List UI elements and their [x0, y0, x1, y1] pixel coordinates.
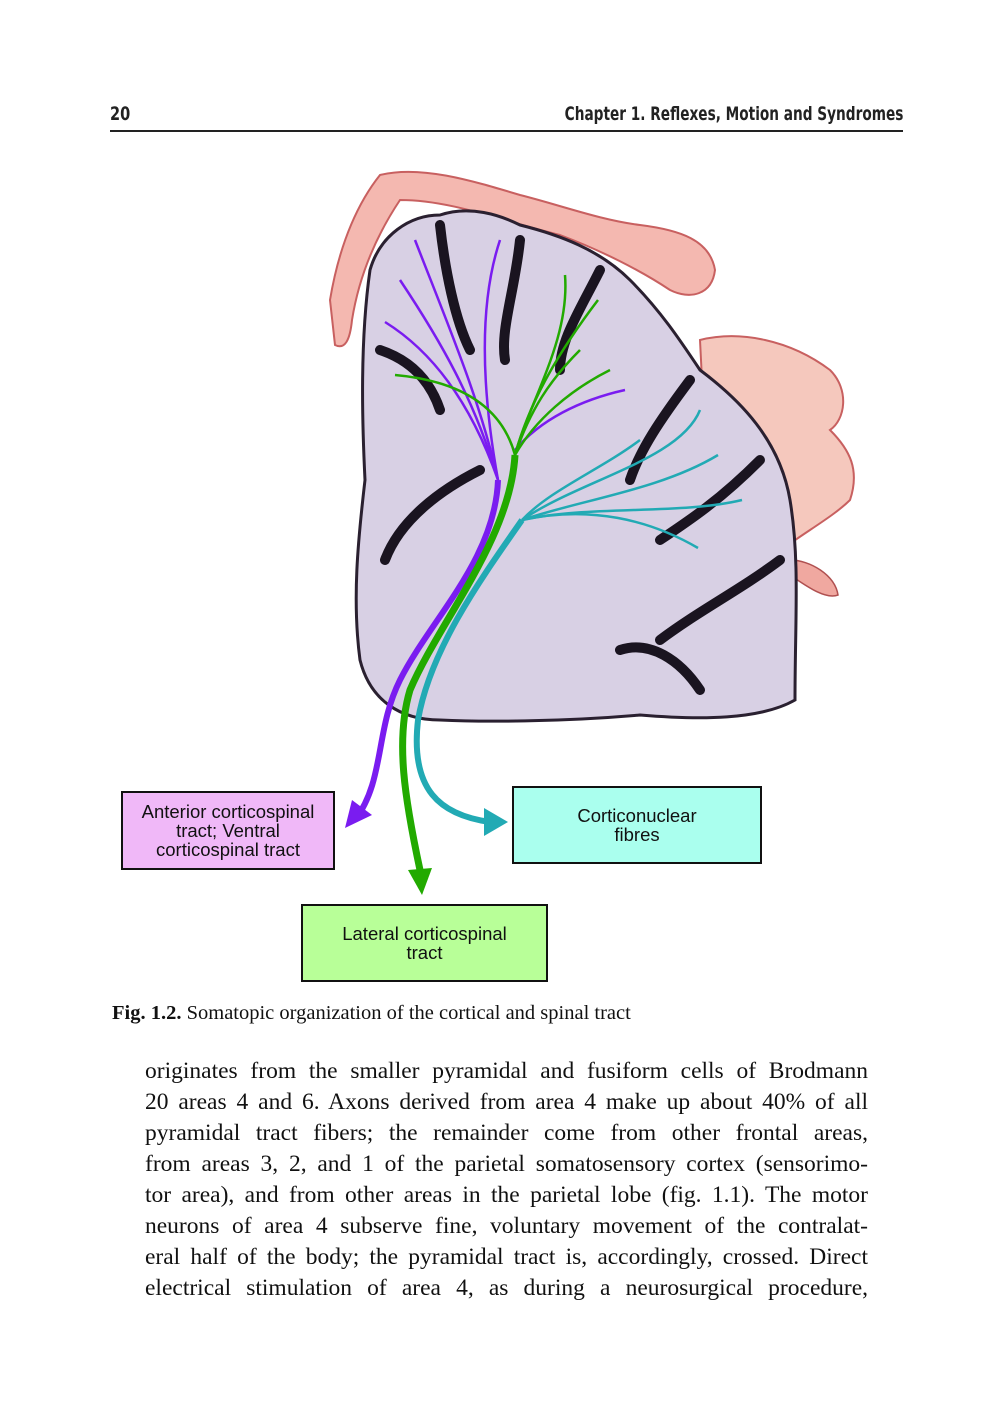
figure-caption: Fig. 1.2. Somatopic organization of the …	[112, 1002, 631, 1025]
body-line: originates from the smaller pyramidal an…	[145, 1058, 868, 1084]
caption-label: Fig. 1.2.	[112, 1002, 182, 1024]
body-text: originates from the smaller pyramidal an…	[145, 1056, 868, 1304]
body-line: neurons of area 4 subserve fine, volunta…	[145, 1213, 868, 1239]
homunculus-arm	[328, 170, 717, 348]
running-header: 20 Chapter 1. Reflexes, Motion and Syndr…	[110, 100, 903, 132]
body-line: eral half of the body; the pyramidal tra…	[145, 1244, 868, 1270]
body-line: electrical stimulation of area 4, as dur…	[145, 1275, 868, 1301]
anterior-arrowhead	[345, 800, 372, 828]
lateral-tract-fibers	[394, 274, 611, 456]
corticonuclear-fibers	[521, 409, 743, 550]
label-anterior-text: Anterior corticospinal tract; Ventral co…	[141, 801, 315, 860]
label-corticonuclear: Corticonuclear fibres	[512, 786, 762, 864]
corticospinal-figure	[328, 170, 855, 895]
body-line: from areas 3, 2, and 1 of the parietal s…	[145, 1151, 868, 1177]
anterior-tract	[352, 479, 501, 822]
lateral-tract	[399, 454, 519, 871]
label-corticonuclear-text: Corticonuclear fibres	[577, 805, 697, 845]
lateral-arrowhead	[408, 868, 432, 895]
label-lateral-corticospinal: Lateral corticospinal tract	[301, 904, 548, 982]
caption-text: Somatopic organization of the cortical a…	[186, 1002, 631, 1024]
body-line: 20 areas 4 and 6. Axons derived from are…	[145, 1089, 868, 1115]
label-lateral-text: Lateral corticospinal tract	[342, 923, 507, 963]
body-line: tor area), and from other areas in the p…	[145, 1182, 868, 1208]
chapter-title: Chapter 1. Reflexes, Motion and Syndrome…	[564, 103, 903, 125]
corticonuclear-tract	[413, 518, 525, 825]
page-number: 20	[110, 103, 131, 125]
body-line: pyramidal tract fibers; the remainder co…	[145, 1120, 868, 1146]
brain-sulci	[375, 220, 785, 695]
homunculus-tongue	[789, 559, 839, 597]
label-anterior-corticospinal: Anterior corticospinal tract; Ventral co…	[121, 791, 335, 870]
corticonuclear-arrowhead	[484, 808, 508, 836]
